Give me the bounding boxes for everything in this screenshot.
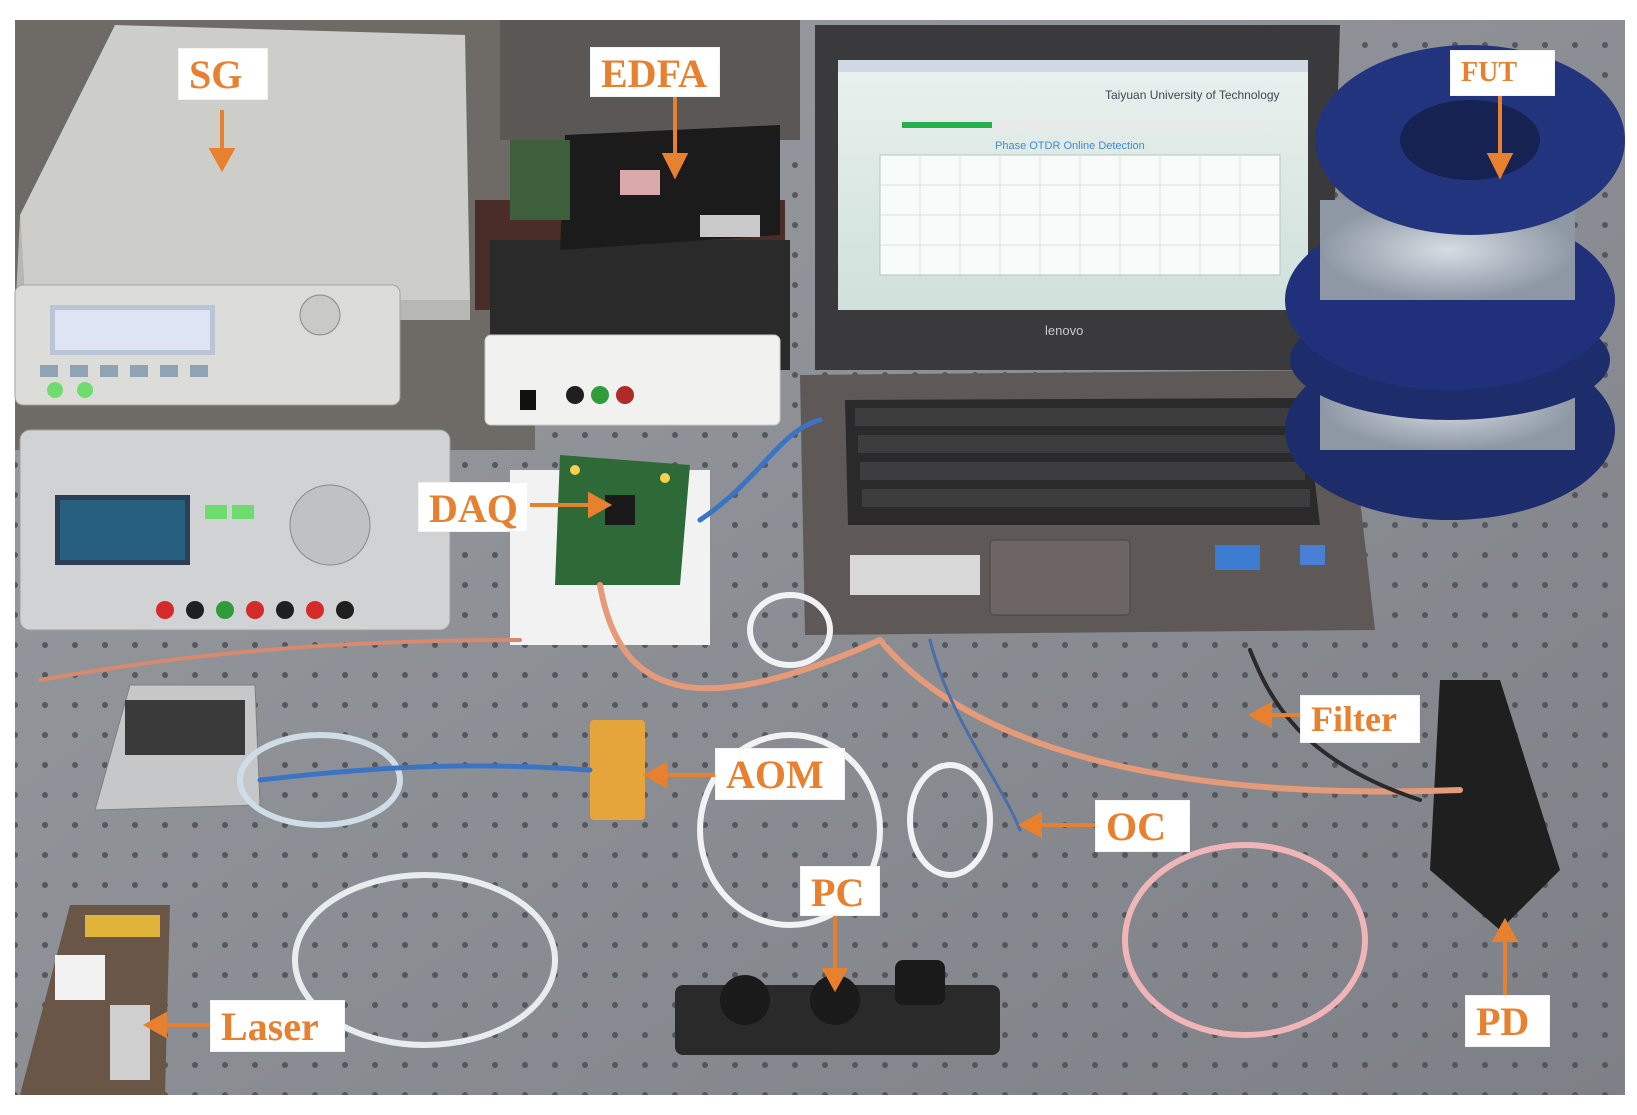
edfa-module	[475, 125, 790, 370]
laptop-screen-title: Taiyuan University of Technology	[1105, 88, 1280, 102]
signal-generator	[14, 25, 470, 406]
laptop-brand: lenovo	[1045, 323, 1084, 338]
fiber-cable	[1248, 648, 1422, 802]
rf-cable	[38, 638, 522, 682]
annotation-arrows	[142, 95, 1519, 1039]
power-supply	[19, 429, 451, 631]
label-laser: Laser	[210, 1000, 345, 1052]
label-fut: FUT	[1450, 50, 1555, 96]
fiber-cable	[928, 638, 1022, 832]
fiber-loop	[697, 732, 883, 928]
label-oc: OC	[1095, 800, 1190, 852]
modulator-driver	[94, 684, 261, 811]
laptop-plot-title: Phase OTDR Online Detection	[995, 140, 1145, 152]
label-aom: AOM	[715, 748, 845, 800]
laptop	[800, 25, 1375, 635]
label-filter: Filter	[1300, 695, 1420, 743]
label-edfa: EDFA	[590, 47, 720, 97]
fiber-loop	[237, 732, 403, 828]
label-daq: DAQ	[418, 482, 528, 532]
usb-cable	[697, 417, 823, 523]
rf-cable	[877, 637, 1463, 795]
fiber-spools	[1285, 45, 1625, 520]
label-pc: PC	[800, 866, 880, 916]
polarization-controller	[675, 960, 1000, 1055]
fiber-loop	[1122, 842, 1368, 1038]
label-sg: SG	[178, 48, 268, 100]
photodetector	[1430, 680, 1560, 930]
label-pd: PD	[1465, 995, 1550, 1047]
aom-device	[590, 720, 645, 820]
laser-module	[20, 905, 170, 1095]
fiber-loop	[747, 592, 833, 668]
fiber-loop	[292, 872, 558, 1048]
rf-cable	[597, 582, 883, 692]
fiber-loop	[907, 762, 993, 878]
driver-box	[484, 334, 781, 426]
fiber-cable	[257, 763, 593, 783]
